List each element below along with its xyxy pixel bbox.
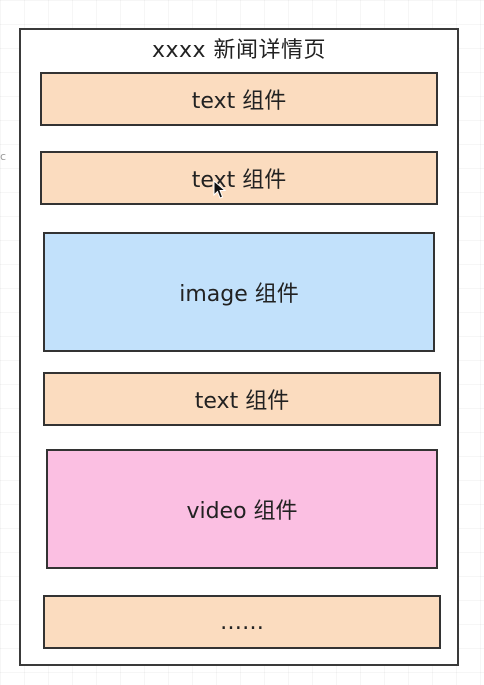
block-label: text 组件 <box>191 89 287 114</box>
video-component-block: video 组件 <box>46 449 438 569</box>
text-component-block-2: text 组件 <box>40 151 438 205</box>
more-components-ellipsis-block: …… <box>43 595 441 649</box>
block-label: text 组件 <box>191 168 287 193</box>
image-component-block: image 组件 <box>43 232 435 352</box>
page-title: xxxx 新闻详情页 <box>151 38 327 63</box>
block-label: text 组件 <box>194 389 290 414</box>
block-label: …… <box>220 609 264 635</box>
block-label: video 组件 <box>186 499 298 524</box>
text-component-block-1: text 组件 <box>40 72 438 126</box>
text-component-block-3: text 组件 <box>43 372 441 426</box>
mouse-pointer-icon <box>213 180 227 199</box>
block-label: image 组件 <box>179 282 299 307</box>
stray-mark: c <box>0 150 7 163</box>
